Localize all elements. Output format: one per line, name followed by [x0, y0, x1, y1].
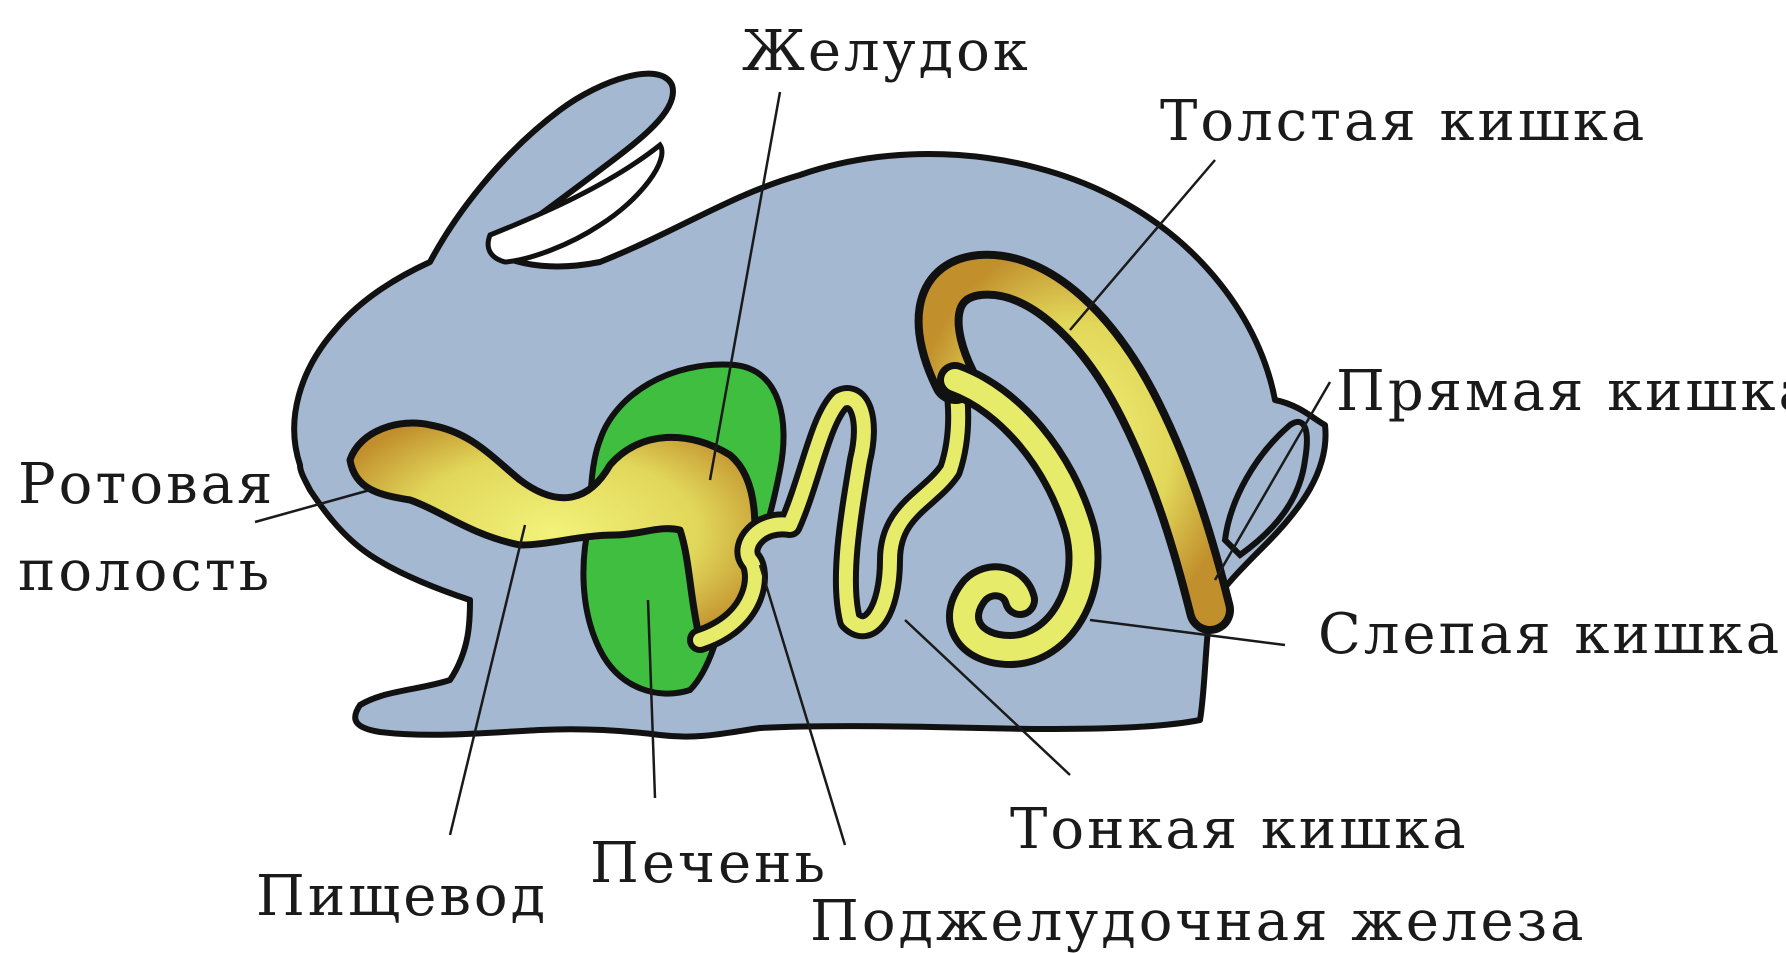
label-liver: Печень — [590, 831, 828, 896]
label-large-intestine: Толстая кишка — [1160, 89, 1647, 154]
rabbit-body — [294, 74, 1325, 737]
label-pancreas: Поджелудочная железа — [810, 889, 1587, 953]
label-oral-cavity-line2: полость — [18, 539, 272, 604]
label-rectum: Прямая кишка — [1336, 359, 1786, 424]
label-oral-cavity-line1: Ротовая — [18, 452, 275, 517]
label-esophagus: Пищевод — [256, 864, 548, 929]
label-stomach: Желудок — [742, 19, 1031, 84]
label-small-intestine: Тонкая кишка — [1010, 797, 1469, 862]
label-caecum: Слепая кишка — [1318, 602, 1782, 667]
